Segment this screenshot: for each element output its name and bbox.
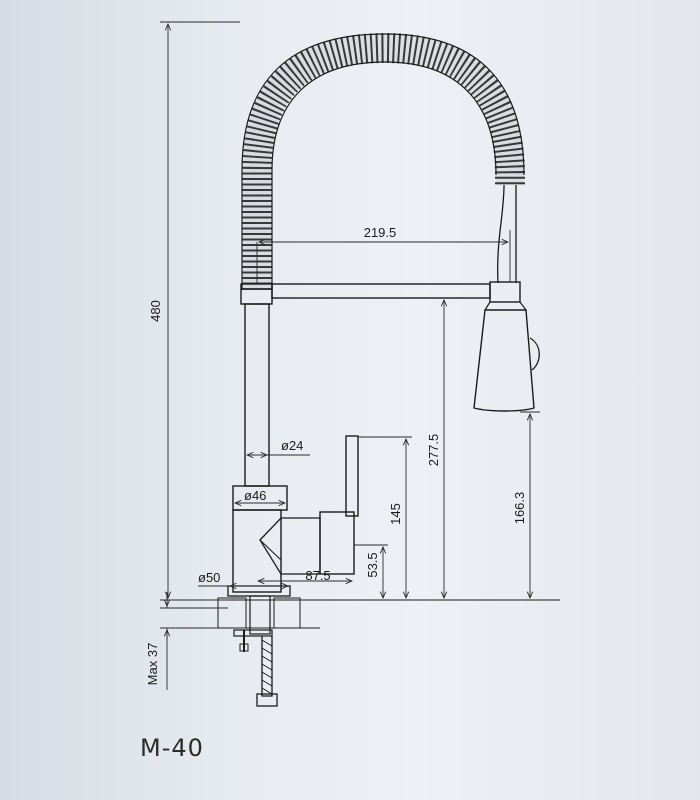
spring-coil	[241, 32, 525, 290]
dim-tube-diameter: ø24	[247, 438, 310, 455]
dim-spout-reach-label: 219.5	[364, 225, 397, 240]
spray-head	[473, 281, 540, 412]
dim-body-height: 145	[358, 436, 412, 598]
dim-mount-thickness-label: Max 37	[145, 643, 160, 686]
spout-arm	[271, 283, 491, 299]
dim-lever-reach: 87.5	[258, 568, 352, 583]
dim-body-diameter-label: ø46	[244, 488, 266, 503]
dim-body-height-label: 145	[388, 503, 403, 525]
dim-lever-height: 53.5	[354, 544, 388, 598]
dim-body-diameter: ø46	[235, 488, 285, 503]
dim-spray-height: 166.3	[512, 411, 540, 598]
dim-base-diameter-label: ø50	[198, 570, 220, 585]
vertical-pipe	[240, 283, 273, 487]
dim-mount-thickness: Max 37	[145, 592, 228, 690]
dim-spray-height-label: 166.3	[512, 492, 527, 525]
dim-tube-diameter-label: ø24	[281, 438, 303, 453]
dim-lever-height-label: 53.5	[365, 552, 380, 577]
model-label: M-40	[140, 734, 204, 762]
dim-spout-reach: 219.5	[256, 225, 511, 284]
dim-lever-reach-label: 87.5	[305, 568, 330, 583]
mounting-hardware	[233, 595, 278, 707]
dim-spout-height-label: 277.5	[426, 434, 441, 467]
dim-base-diameter: ø50	[198, 570, 288, 586]
dim-total-height: 480	[148, 21, 240, 601]
hose	[497, 184, 517, 284]
dim-total-height-label: 480	[148, 300, 163, 322]
dim-spout-height: 277.5	[426, 300, 444, 598]
lever-handle	[345, 435, 359, 517]
countertop-section	[160, 597, 560, 629]
